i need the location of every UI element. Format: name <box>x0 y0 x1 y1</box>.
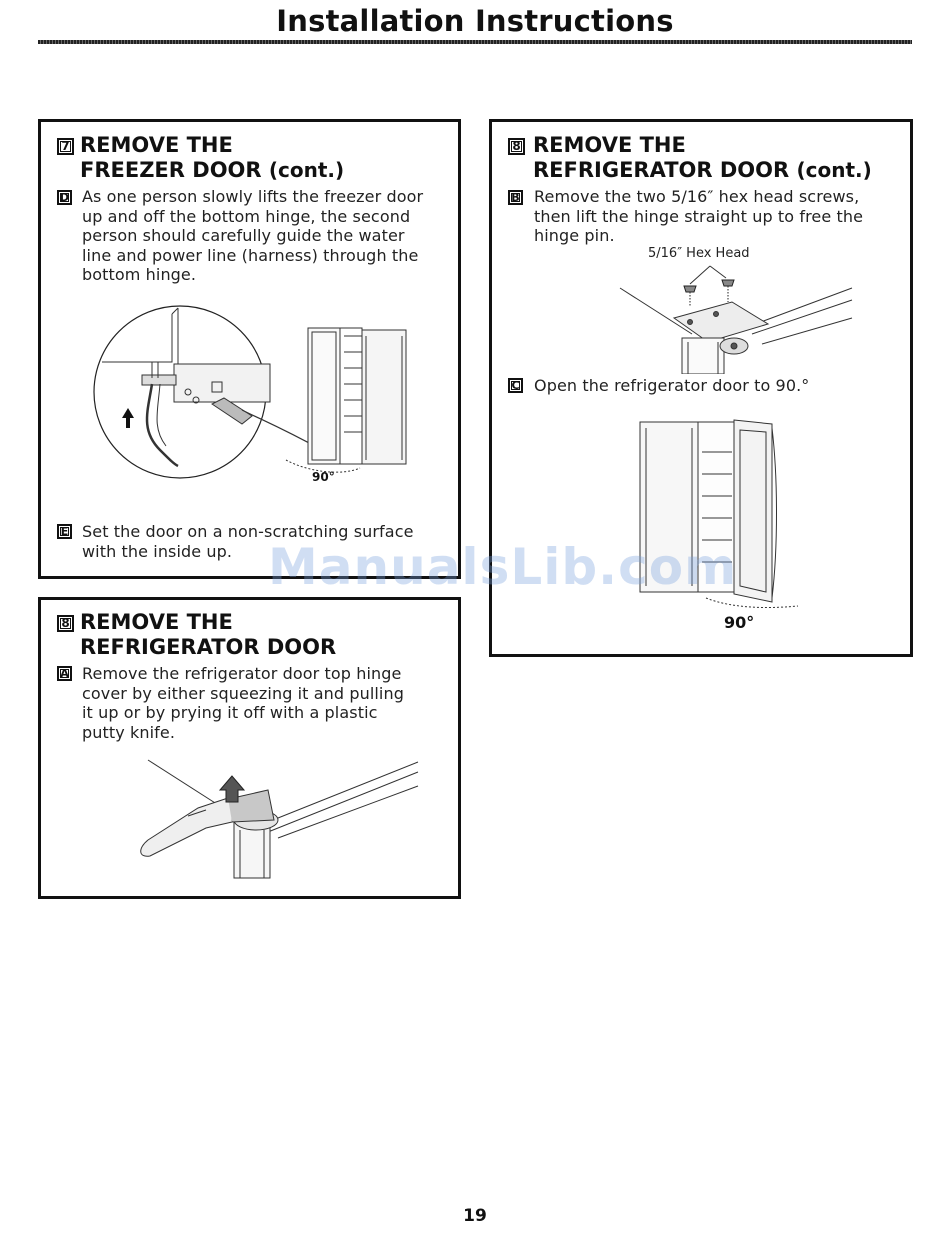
text-line: Set the door on a non-scratching surface <box>82 522 414 541</box>
open-refrigerator-illustration <box>639 419 799 609</box>
text-line: putty knife. <box>82 722 176 742</box>
text-line: bottom hinge. <box>82 265 197 285</box>
page-number: 19 <box>463 1206 487 1226</box>
screw-icon <box>683 285 697 306</box>
step-number-badge: 7 <box>57 138 74 155</box>
step-heading-line1: REMOVE THE <box>533 133 686 157</box>
text-line: line and power line (harness) through th… <box>82 245 419 265</box>
text-line: Remove the two 5/16″ hex head screws, <box>534 187 860 206</box>
step-heading-suffix: (cont.) <box>796 158 872 182</box>
substep-text: Open the refrigerator door to 90.° <box>534 376 810 395</box>
text-line: As one person slowly lifts the freezer d… <box>82 187 424 206</box>
substep-letter-badge: B <box>508 190 523 205</box>
angle-label: 90° <box>724 613 755 632</box>
text-line: with the inside up. <box>82 541 233 561</box>
text-line: Remove the refrigerator door top hinge <box>82 664 402 683</box>
step-heading-main: FREEZER DOOR <box>80 158 262 182</box>
text-line: person should carefully guide the water <box>82 226 405 246</box>
title-rule <box>38 40 912 44</box>
text-line: up and off the bottom hinge, the second <box>82 206 411 226</box>
up-arrow-icon <box>122 408 134 428</box>
step-heading-line2: REFRIGERATOR DOOR <box>80 635 337 659</box>
up-arrow-icon <box>218 775 246 803</box>
substep-letter-badge: D <box>57 190 72 205</box>
substep-text: Remove the two 5/16″ hex head screws, th… <box>534 187 863 246</box>
step-heading-suffix: (cont.) <box>268 158 345 182</box>
substep-text: As one person slowly lifts the freezer d… <box>82 187 423 285</box>
step-heading-line2: REFRIGERATOR DOOR (cont.) <box>533 158 872 182</box>
angle-label: 90° <box>312 470 335 484</box>
step-heading-main: REFRIGERATOR DOOR <box>533 158 790 182</box>
text-line: cover by either squeezing it and pulling <box>82 683 404 703</box>
text-line: then lift the hinge straight up to free … <box>534 206 864 226</box>
hinge-cover-removal-illustration <box>140 759 419 879</box>
substep-text: Set the door on a non-scratching surface… <box>82 522 414 561</box>
hinge-screws-illustration <box>619 265 853 374</box>
page-title: Installation Instructions <box>276 4 674 38</box>
text-line: hinge pin. <box>534 226 615 246</box>
step-number-badge: 8 <box>508 138 525 155</box>
substep-letter-badge: A <box>57 666 72 681</box>
freezer-door-removal-illustration <box>93 305 407 479</box>
text-line: it up or by prying it off with a plastic <box>82 703 378 723</box>
screw-icon <box>721 279 735 302</box>
hex-head-callout: 5/16″ Hex Head <box>648 246 750 261</box>
step-heading-line1: REMOVE THE <box>80 133 233 157</box>
step-number-badge: 8 <box>57 615 74 632</box>
substep-letter-badge: E <box>57 524 72 539</box>
substep-text: Remove the refrigerator door top hinge c… <box>82 664 404 742</box>
step-heading-line2: FREEZER DOOR (cont.) <box>80 158 344 182</box>
step-heading-line1: REMOVE THE <box>80 610 233 634</box>
substep-letter-badge: C <box>508 378 523 393</box>
